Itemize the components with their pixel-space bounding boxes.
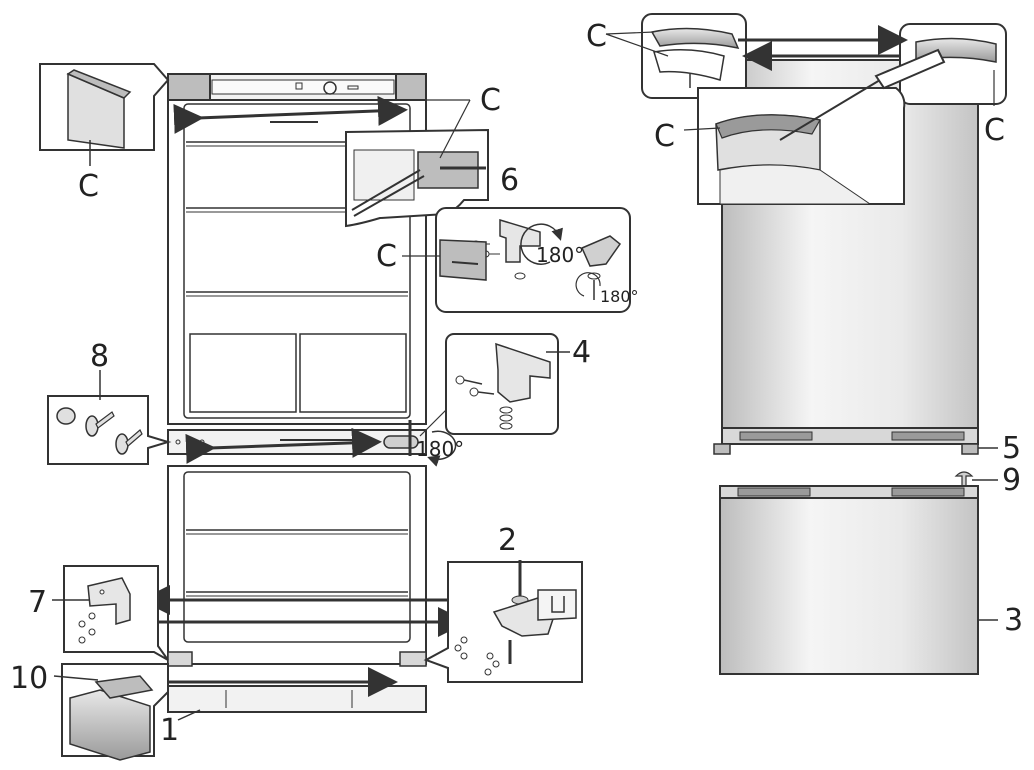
bottom-right-hinge xyxy=(399,651,427,667)
plinth xyxy=(167,685,427,713)
callout-c-middle-cover: C xyxy=(376,239,487,281)
callout-10-plinth-cover: 10 1 xyxy=(10,661,201,761)
callout-7-bottom-left-hinge: 7 xyxy=(28,565,169,661)
move-arrows-left xyxy=(140,95,470,697)
angle-180-top: 180° xyxy=(536,243,584,267)
callout-cap-right: C xyxy=(899,23,1007,148)
top-right-cover xyxy=(395,73,427,101)
freezer-compartment xyxy=(167,465,427,665)
fridge-body-front xyxy=(167,73,427,713)
label-3: 3 xyxy=(1004,603,1023,638)
middle-hinge xyxy=(383,435,419,449)
label-4: 4 xyxy=(572,335,591,370)
label-1: 1 xyxy=(160,713,179,748)
top-arrow xyxy=(173,95,408,134)
callout-top-hinge-reverse: 180° 180° xyxy=(435,207,639,313)
label-c-cap-right: C xyxy=(984,113,1005,148)
bottom-left-hinge xyxy=(167,651,193,667)
cap-swap-arrows xyxy=(738,25,908,71)
label-c-cap-left: C xyxy=(586,19,607,54)
label-c-cap-removal: C xyxy=(654,119,675,154)
label-9: 9 xyxy=(1002,463,1021,498)
label-c-top-left: C xyxy=(78,169,99,204)
label-c-middle: C xyxy=(376,239,397,274)
label-7: 7 xyxy=(28,585,47,620)
callout-cap-removal: C xyxy=(654,48,946,205)
label-8: 8 xyxy=(90,339,109,374)
door-foot-left xyxy=(713,443,731,455)
callout-6-cover-removal: C 6 xyxy=(345,83,519,228)
callout-cap-left: C xyxy=(586,13,747,99)
callout-top-left-cover: C xyxy=(39,63,170,204)
crisper-drawer-right xyxy=(299,333,407,413)
crisper-drawer-left xyxy=(189,333,297,413)
label-c-callout-6: C xyxy=(480,83,501,118)
door-foot-right xyxy=(961,443,979,455)
label-2: 2 xyxy=(498,523,517,558)
angle-180-small: 180° xyxy=(600,287,639,306)
callout-4-middle-hinge: 4 180° xyxy=(408,333,591,467)
angle-180-middle: 180° xyxy=(416,437,464,461)
top-left-cover xyxy=(167,73,211,101)
lower-door: 3 xyxy=(719,485,1023,675)
middle-arrow xyxy=(185,427,382,464)
label-5: 5 xyxy=(1002,431,1021,466)
label-10: 10 xyxy=(10,661,48,696)
label-6: 6 xyxy=(500,163,519,198)
callout-8-plugs: 8 xyxy=(47,339,172,465)
callout-2-bottom-right-hinge: 2 xyxy=(423,523,583,683)
